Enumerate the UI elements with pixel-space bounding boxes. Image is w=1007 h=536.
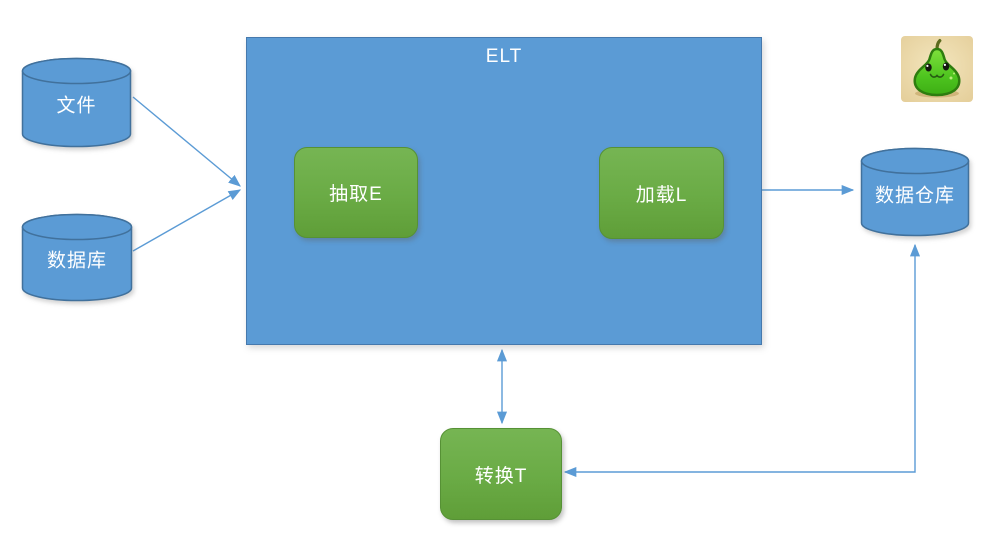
node-warehouse: 数据仓库 <box>860 147 970 238</box>
arrow-database-to-elt <box>132 189 242 252</box>
database-cylinder-shape <box>21 213 133 302</box>
node-load-label: 加载L <box>635 184 688 206</box>
node-file: 文件 <box>21 57 132 149</box>
node-database: 数据库 <box>21 213 133 303</box>
file-cylinder-shape <box>21 57 132 148</box>
node-extract: 抽取E <box>294 147 418 238</box>
elt-container-title: ELT <box>485 46 523 67</box>
pear-mascot-icon <box>901 36 973 102</box>
node-warehouse-label: 数据仓库 <box>874 185 955 207</box>
node-transform: 转换T <box>440 428 562 520</box>
node-transform-label: 转换T <box>474 465 528 487</box>
arrow-file-to-elt <box>132 96 241 187</box>
node-file-label: 文件 <box>56 95 97 117</box>
node-extract-label: 抽取E <box>329 184 383 205</box>
warehouse-cylinder-shape <box>860 147 970 237</box>
node-load: 加载L <box>599 147 724 239</box>
node-database-label: 数据库 <box>46 250 107 272</box>
